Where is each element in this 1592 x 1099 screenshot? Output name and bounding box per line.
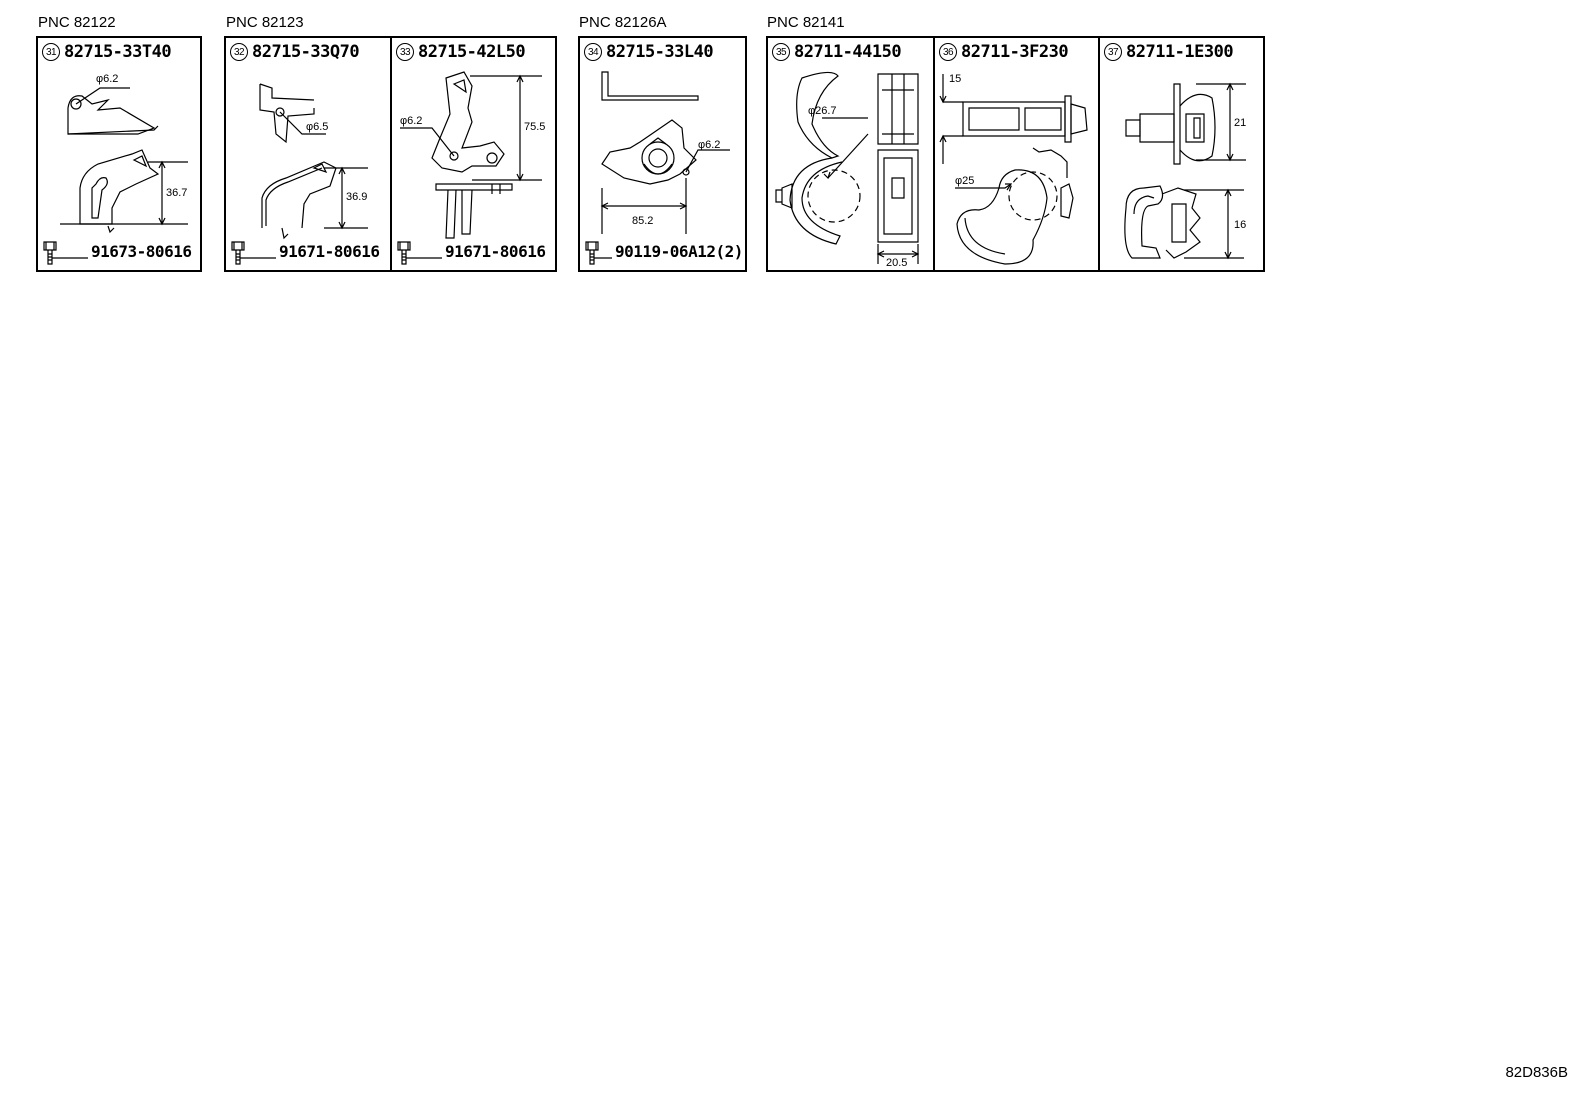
- pnc-label: PNC 82126A: [579, 14, 667, 31]
- dimension-label: 20.5: [886, 257, 907, 269]
- part-panel-35: φ26.7 20.5 35 82711-44150: [768, 38, 933, 270]
- bolt-icon: [43, 241, 88, 265]
- part-number: 82715-33Q70: [252, 42, 360, 62]
- dimension-label: φ6.2: [400, 115, 422, 127]
- clamp-drawing: 15 φ25: [939, 73, 1088, 265]
- callout-number: 32: [230, 43, 248, 61]
- part-panel-34: φ6.2 85.2 34 82715-33L40 90119-06A12(2): [580, 38, 745, 270]
- part-header: 34 82715-33L40: [584, 42, 714, 62]
- part-group-82126a: φ6.2 85.2 34 82715-33L40 90119-06A12(2): [578, 36, 747, 272]
- pnc-label: PNC 82122: [38, 14, 116, 31]
- dimension-label: φ6.2: [698, 139, 720, 151]
- bracket-drawing: φ6.5 36.9: [259, 83, 368, 240]
- part-number: 82715-42L50: [418, 42, 526, 62]
- part-number: 82715-33T40: [64, 42, 172, 62]
- dimension-label: 85.2: [632, 215, 653, 227]
- pnc-label: PNC 82123: [226, 14, 304, 31]
- dimension-label: φ6.5: [306, 121, 328, 133]
- callout-number: 37: [1104, 43, 1122, 61]
- part-number: 82715-33L40: [606, 42, 714, 62]
- dimension-label: 16: [1234, 219, 1246, 231]
- bolt-part-number: 90119-06A12(2): [615, 241, 743, 261]
- bolt-icon: [585, 241, 612, 265]
- part-panel-33: φ6.2 75.5 33 82715-42L50 91671-80616: [390, 38, 555, 270]
- part-header: 33 82715-42L50: [396, 42, 526, 62]
- part-group-82123: φ6.5 36.9 32 82715-33Q70 91671-80616: [224, 36, 557, 272]
- dimension-label: 75.5: [524, 121, 545, 133]
- part-header: 31 82715-33T40: [42, 42, 172, 62]
- part-header: 35 82711-44150: [772, 42, 902, 62]
- bolt-icon: [231, 241, 276, 265]
- callout-number: 36: [939, 43, 957, 61]
- bolt-callout: 90119-06A12(2): [584, 236, 743, 266]
- bolt-part-number: 91671-80616: [445, 241, 546, 261]
- part-header: 37 82711-1E300: [1104, 42, 1234, 62]
- bolt-part-number: 91673-80616: [91, 241, 192, 261]
- pnc-label: PNC 82141: [767, 14, 845, 31]
- bolt-callout: 91673-80616: [42, 236, 192, 266]
- callout-number: 34: [584, 43, 602, 61]
- diagram-reference-code: 82D836B: [1505, 1064, 1568, 1081]
- part-number: 82711-1E300: [1126, 42, 1234, 62]
- bolt-part-number: 91671-80616: [279, 241, 380, 261]
- clamp-drawing: 21 16: [1124, 82, 1246, 260]
- clamp-drawing: φ26.7 20.5: [775, 71, 920, 269]
- part-header: 36 82711-3F230: [939, 42, 1069, 62]
- part-group-82141: φ26.7 20.5 35 82711-44150: [766, 36, 1265, 272]
- callout-number: 35: [772, 43, 790, 61]
- part-number: 82711-44150: [794, 42, 902, 62]
- dimension-label: 15: [949, 73, 961, 85]
- bracket-drawing: φ6.2 75.5: [400, 71, 545, 239]
- bracket-drawing: φ6.2 85.2: [600, 71, 730, 234]
- part-panel-32: φ6.5 36.9 32 82715-33Q70 91671-80616: [226, 38, 390, 270]
- bolt-icon: [397, 241, 442, 265]
- bracket-drawing: [60, 87, 188, 234]
- dimension-label: φ26.7: [808, 105, 837, 117]
- callout-number: 31: [42, 43, 60, 61]
- part-header: 32 82715-33Q70: [230, 42, 360, 62]
- part-panel-37: 21 16 37 82711-1E300: [1098, 38, 1263, 270]
- dimension-label: φ25: [955, 175, 974, 187]
- bolt-callout: 91671-80616: [230, 236, 380, 266]
- dimension-label: 36.9: [346, 191, 367, 203]
- part-number: 82711-3F230: [961, 42, 1069, 62]
- part-group-82122: 31 82715-33T40 φ6.2 36.7 91673-80616: [36, 36, 202, 272]
- part-panel-36: 15 φ25 36 82711-3F230: [933, 38, 1098, 270]
- dimension-label: 21: [1234, 117, 1246, 129]
- part-panel-31: 31 82715-33T40 φ6.2 36.7 91673-80616: [38, 38, 200, 270]
- bolt-callout: 91671-80616: [396, 236, 546, 266]
- callout-number: 33: [396, 43, 414, 61]
